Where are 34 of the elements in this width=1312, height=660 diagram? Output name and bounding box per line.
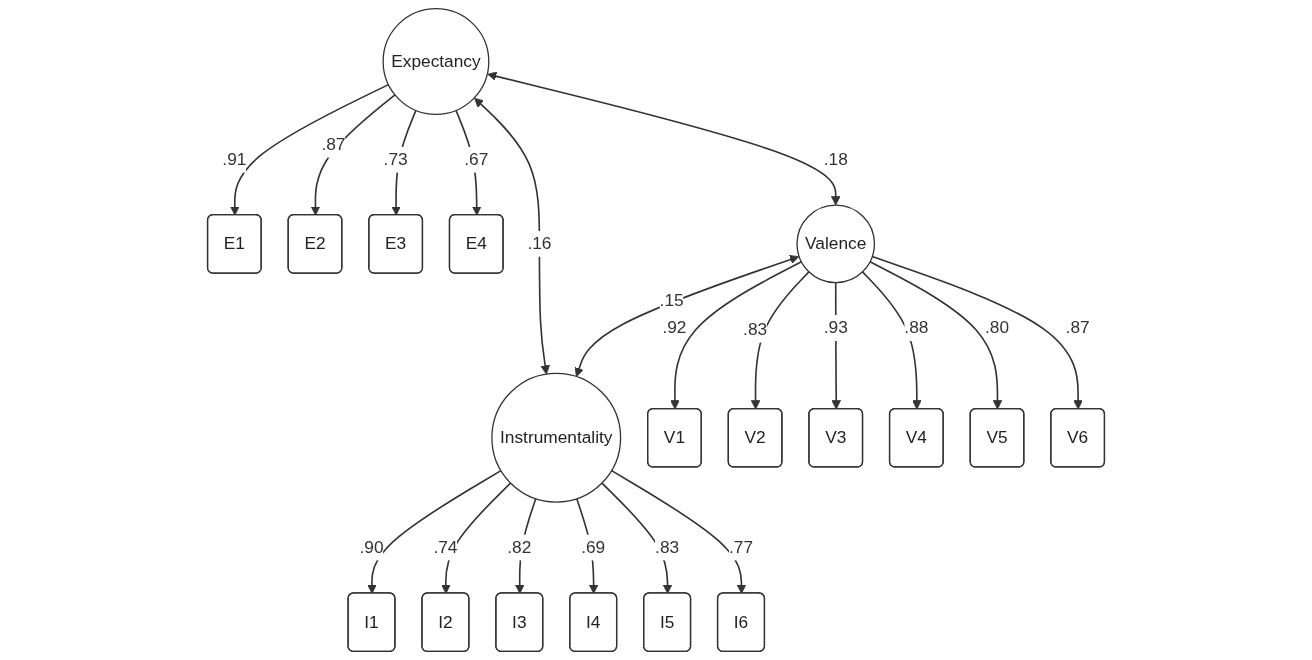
edge-label: .15 [659,290,684,310]
edge-label: .83 [743,319,768,339]
arrow [670,260,803,410]
edge-label: .88 [904,318,929,337]
edge-label: .91 [222,149,247,169]
edge-label: .69 [581,537,606,557]
arrow [474,97,550,375]
edge-label: .18 [823,149,848,169]
edge-label: .83 [655,537,680,557]
edge-label: .77 [728,537,754,557]
edge-label: .67 [464,149,489,169]
node-circle: Valence [796,204,876,284]
edge-label: .82 [507,537,532,557]
arrow [574,255,800,378]
arrow [869,260,1003,410]
edge-label: .90 [359,537,384,557]
edge-label: .80 [984,318,1010,337]
arrow [861,271,922,410]
node-circle: Instrumentality [491,372,622,503]
edge-label: .16 [527,234,552,253]
arrow [310,94,396,216]
arrow [871,255,1083,410]
edge-label: .73 [383,149,408,169]
edge-label: .93 [823,318,848,337]
edge-label: .92 [662,318,687,337]
arrow [487,71,841,206]
arrow [230,83,390,216]
arrow [750,271,810,410]
arrow [610,469,747,594]
edge-label: .74 [433,537,458,557]
edge-label: .87 [321,135,346,154]
edge-label: .87 [1065,318,1090,337]
node-circle: Expectancy [382,8,490,115]
arrow [367,469,502,594]
